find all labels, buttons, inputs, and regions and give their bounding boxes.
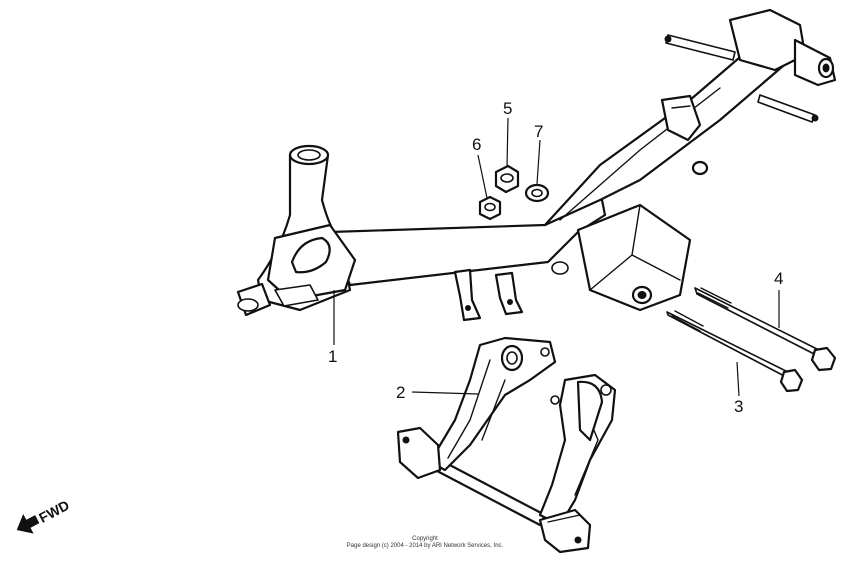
callout-3: 3 [734, 397, 743, 416]
callout-5: 5 [503, 99, 512, 118]
callout-numbers: 1 2 3 4 5 6 7 [328, 99, 783, 416]
washer-7 [524, 183, 550, 203]
forward-direction-indicator: FWD [16, 497, 72, 534]
leader-lines [333, 117, 780, 397]
engine-hanger-bracket [396, 336, 617, 554]
bolt-4 [694, 287, 837, 372]
forward-arrow-icon [16, 514, 40, 534]
nut-5 [494, 164, 520, 194]
fwd-label: FWD [36, 497, 72, 526]
frame-body [236, 8, 837, 322]
callout-2: 2 [396, 383, 405, 402]
nut-6 [478, 195, 502, 221]
callout-4: 4 [774, 269, 783, 288]
copyright-line-1: Copyright [412, 536, 438, 542]
callout-1: 1 [328, 347, 337, 366]
bolt-3 [666, 310, 804, 393]
callout-6: 6 [472, 135, 481, 154]
copyright-line-2: Page design (c) 2004 - 2014 by ARI Netwo… [346, 543, 504, 549]
callout-7: 7 [534, 122, 543, 141]
copyright-notice: Copyright Page design (c) 2004 - 2014 by… [300, 536, 550, 550]
